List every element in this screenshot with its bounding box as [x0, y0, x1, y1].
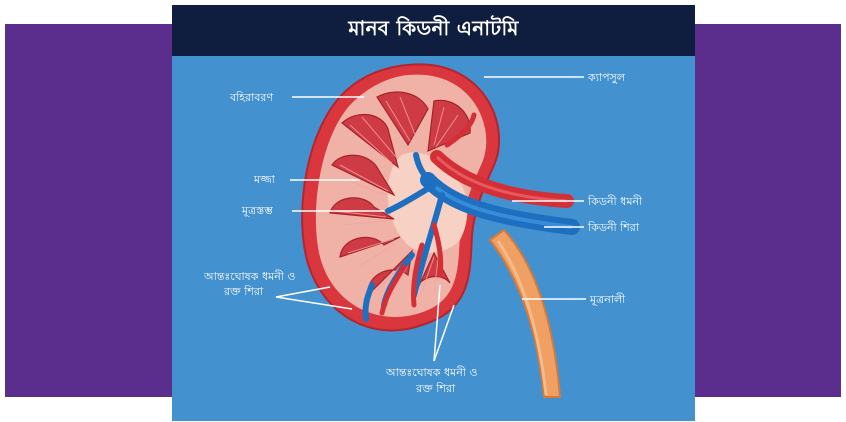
- label-renal-artery: কিডনী ধমনী: [588, 195, 642, 209]
- label-interlobar-left-2: রক্ত শিরা: [224, 285, 263, 299]
- label-medulla: মজ্জা: [254, 173, 275, 187]
- label-capsule: ক্যাপসুল: [588, 71, 625, 85]
- label-pelvis: মূত্রস্তম্ভ: [242, 204, 273, 218]
- label-interlobar-bottom-2: রক্ত শিরা: [416, 382, 455, 396]
- ureter: [490, 230, 560, 397]
- label-renal-vein: কিডনী শিরা: [588, 221, 639, 235]
- label-interlobar-left-1: আন্তঃঘোষক ধমনী ও: [204, 270, 296, 284]
- label-cortex: বহিরাবরণ: [230, 91, 273, 105]
- label-ureter: মূত্রনালী: [590, 293, 625, 307]
- label-interlobar-bottom-1: আন্তঃঘোষক ধমনী ও: [386, 366, 478, 380]
- diagram-card: মানব কিডনী এনাটমি: [172, 5, 695, 421]
